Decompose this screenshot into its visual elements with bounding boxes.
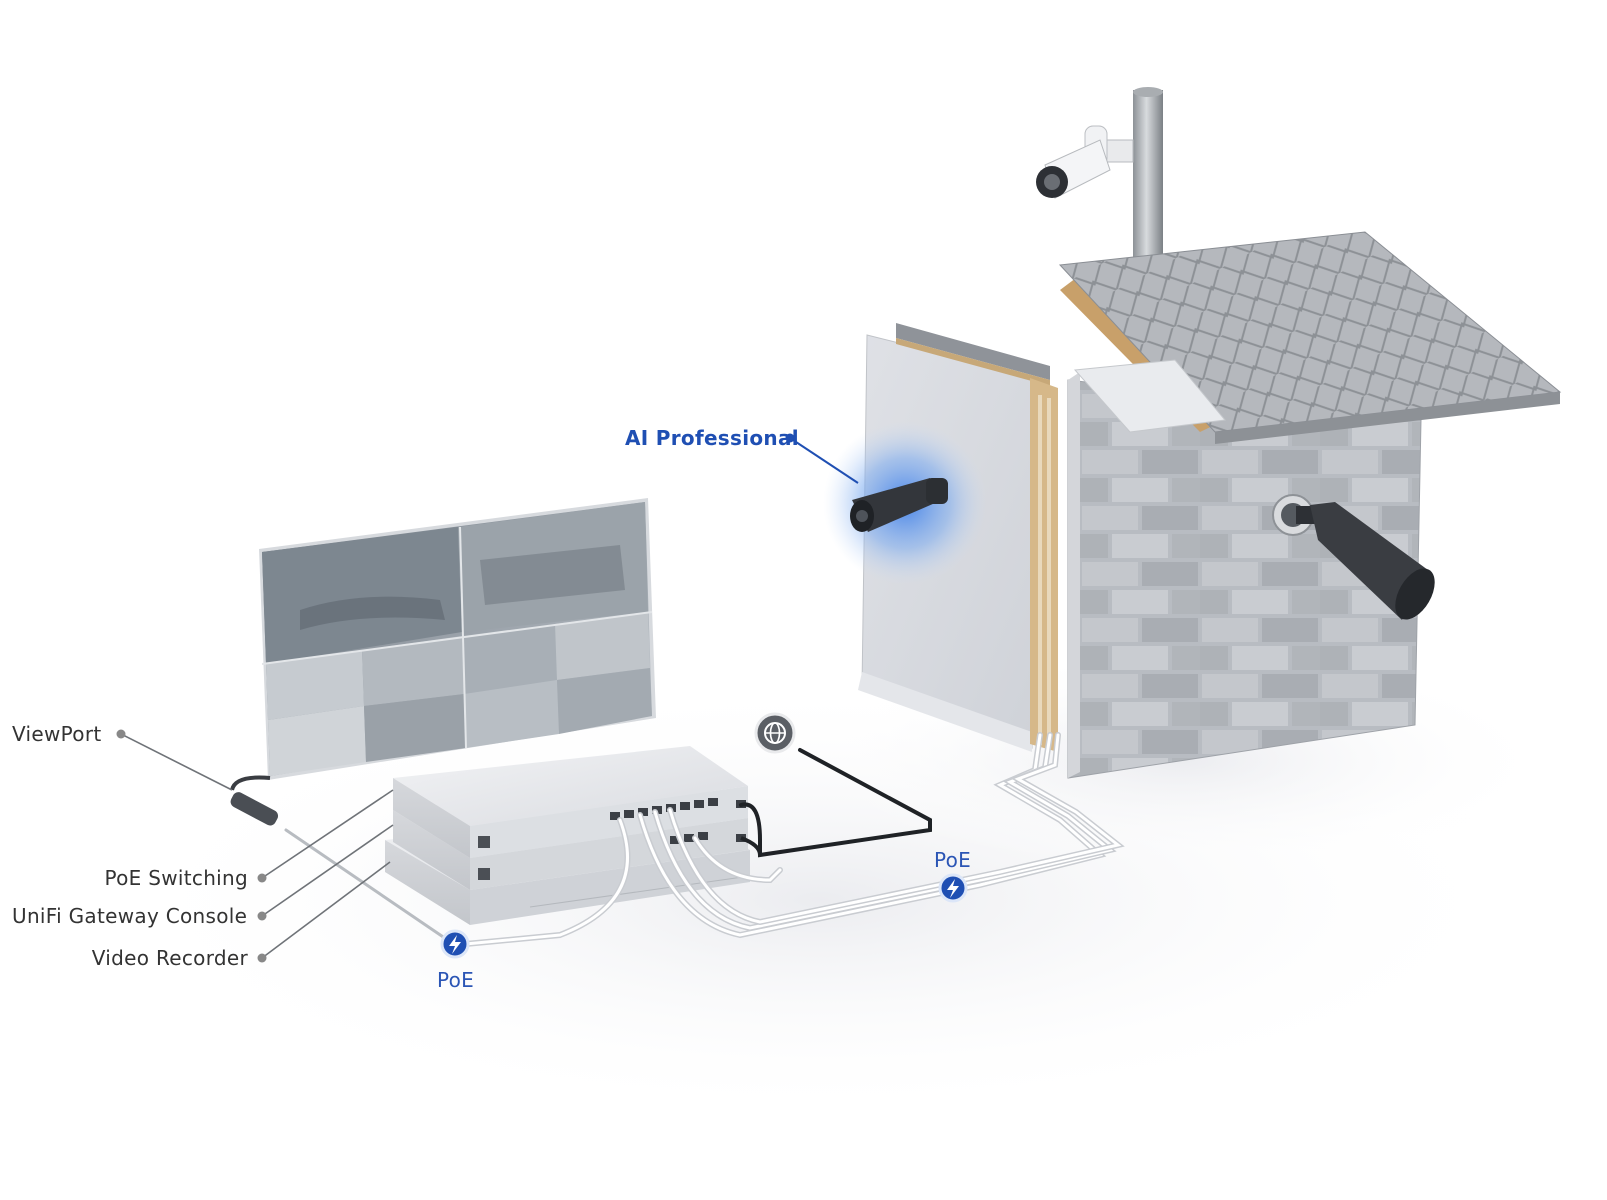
leader-lines — [120, 437, 859, 959]
feed-tile-office-5 — [268, 706, 366, 776]
ai-professional-label: AI Professional — [625, 426, 799, 450]
feed-tile-office-7 — [464, 680, 559, 748]
poe-label-right: PoE — [934, 848, 972, 872]
feed-tile-office-2 — [362, 636, 464, 706]
feed-tile-office-6 — [364, 694, 466, 762]
poe-label-left: PoE — [437, 968, 475, 992]
leader-dots — [116, 433, 795, 963]
feed-tile-office-3 — [462, 624, 557, 694]
internet-cable — [739, 748, 932, 858]
monitor — [259, 498, 656, 780]
poe-cables — [284, 732, 1125, 948]
viewport-label: ViewPort — [12, 722, 102, 746]
poe-switch-unit — [393, 746, 748, 826]
viewport-device — [230, 775, 279, 826]
feed-tile-office-1 — [266, 650, 364, 720]
ai-professional-camera — [850, 478, 948, 532]
wall-section — [1030, 378, 1058, 752]
feed-tile-office-4 — [555, 612, 650, 680]
bullet-camera-black-wall — [1272, 494, 1435, 620]
globe-icon — [754, 712, 796, 754]
feed-tile-harbor — [262, 527, 462, 664]
lightning-bolt-icon — [938, 873, 968, 903]
video-recorder-label: Video Recorder — [91, 946, 248, 970]
bullet-camera-white — [1036, 125, 1134, 199]
lightning-bolt-icon — [440, 929, 470, 959]
poe-switching-label: PoE Switching — [104, 866, 248, 890]
gateway-console-label: UniFi Gateway Console — [12, 904, 248, 928]
feed-tile-office-8 — [557, 668, 652, 734]
